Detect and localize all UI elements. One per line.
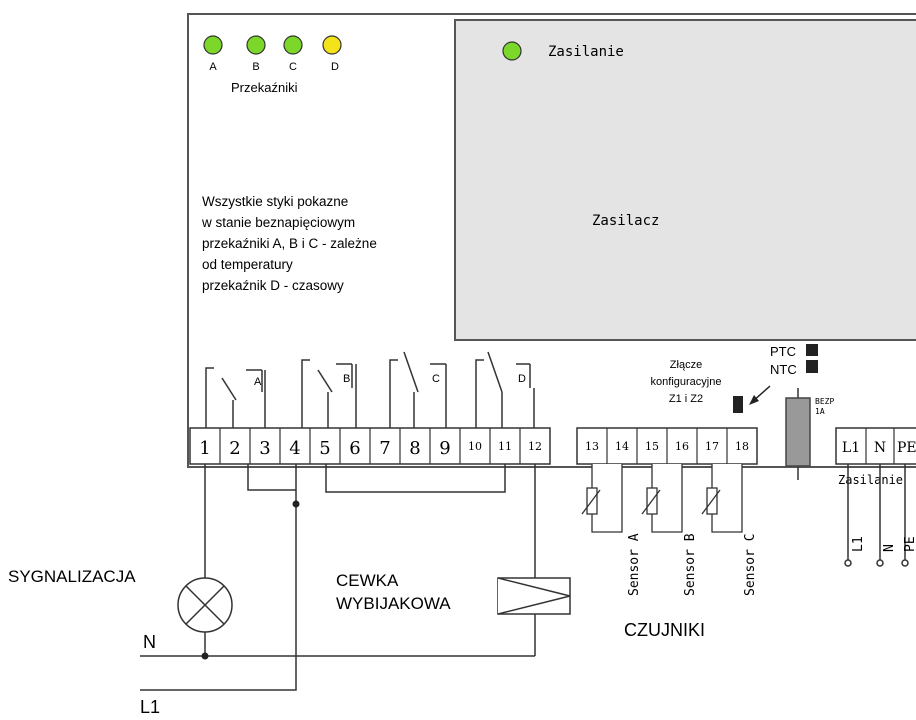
psu-label: Zasilacz: [592, 213, 659, 229]
contact-label-c: C: [432, 373, 440, 385]
ntc-label: NTC: [770, 362, 797, 377]
junction-4: [292, 500, 300, 508]
terminal-8: 8: [409, 438, 420, 459]
power-led-label: Zasilanie: [548, 44, 624, 60]
led-d-label: D: [331, 61, 339, 73]
terminal-strip-power: L1 N PE: [835, 427, 916, 465]
terminal-pe: PE: [897, 440, 916, 456]
led-a-label: A: [209, 61, 217, 73]
terminal-l1: L1: [842, 440, 860, 456]
power-supply-block: [454, 19, 916, 341]
note-line-4: od temperatury: [202, 257, 293, 272]
terminal-2: 2: [229, 438, 240, 459]
config-connector-label-3: Z1 i Z2: [669, 393, 703, 405]
terminal-5: 5: [319, 438, 330, 459]
sensor-c-label: Sensor C: [743, 533, 758, 596]
power-led: [502, 41, 522, 61]
power-wires: [844, 464, 909, 567]
terminal-16: 16: [675, 440, 689, 453]
terminal-1: 1: [199, 438, 210, 459]
note-line-2: w stanie beznapięciowym: [201, 215, 355, 230]
contact-label-d: D: [518, 373, 526, 385]
contact-note: Wszystkie styki pokazne w stanie beznapi…: [201, 194, 377, 293]
sensors: [581, 464, 743, 533]
l1-label: L1: [140, 697, 160, 717]
terminal-strip-main: 1 2 3 4 5 6 7 8 9 10 11 12: [189, 427, 551, 465]
n-label: N: [143, 632, 156, 652]
config-jumper: [733, 396, 743, 413]
sensors-caption: CZUJNIKI: [624, 620, 705, 640]
terminal-11: 11: [498, 440, 512, 453]
signal-lamp: [177, 577, 233, 633]
fuse-label-2: 1A: [815, 407, 825, 416]
led-d: [322, 35, 342, 55]
terminal-4: 4: [289, 438, 300, 459]
led-b-label: B: [252, 61, 259, 73]
terminal-13: 13: [585, 440, 599, 453]
sensor-a-label: Sensor A: [627, 533, 642, 596]
power-caption: Zasilanie: [838, 473, 903, 487]
terminal-9: 9: [439, 438, 450, 459]
config-connector-label-2: konfiguracyjne: [651, 376, 722, 388]
coil-label-2: WYBIJAKOWA: [336, 594, 451, 613]
terminal-18: 18: [735, 440, 749, 453]
led-c-label: C: [289, 61, 297, 73]
power-wire-pe: PE: [903, 536, 916, 552]
terminal-7: 7: [379, 438, 390, 459]
terminal-15: 15: [645, 440, 659, 453]
relays-caption: Przekaźniki: [231, 80, 298, 95]
terminal-n: N: [874, 440, 886, 456]
terminal-strip-sensors: 13 14 15 16 17 18: [576, 427, 758, 465]
led-b: [246, 35, 266, 55]
config-connector-label-1: Złącze: [670, 359, 702, 371]
terminal-10: 10: [468, 440, 482, 453]
terminal-12: 12: [528, 440, 542, 453]
signal-label: SYGNALIZACJA: [8, 567, 136, 586]
contact-label-b: B: [343, 373, 350, 385]
power-wire-l1: L1: [851, 536, 866, 552]
note-line-1: Wszystkie styki pokazne: [202, 194, 348, 209]
terminal-14: 14: [615, 440, 629, 453]
ntc-jumper: [806, 360, 818, 373]
terminal-3: 3: [259, 438, 270, 459]
relay-contacts: [205, 351, 535, 428]
sensor-b-label: Sensor B: [683, 533, 698, 596]
ptc-jumper: [806, 344, 818, 356]
ptc-label: PTC: [770, 344, 796, 359]
led-c: [283, 35, 303, 55]
led-a: [203, 35, 223, 55]
terminal-6: 6: [349, 438, 360, 459]
fuse: [785, 397, 811, 467]
junction-n: [201, 652, 209, 660]
coil-label-1: CEWKA: [336, 571, 399, 590]
terminal-17: 17: [705, 440, 719, 453]
relay-leds: A B C D Przekaźniki: [203, 35, 342, 95]
contact-label-a: A: [254, 376, 262, 388]
trip-coil: [497, 577, 571, 615]
power-wire-n: N: [882, 544, 897, 552]
note-line-5: przekaźnik D - czasowy: [202, 278, 344, 293]
fuse-label-1: BEZP: [815, 397, 834, 406]
note-line-3: przekaźniki A, B i C - zależne: [202, 236, 377, 251]
